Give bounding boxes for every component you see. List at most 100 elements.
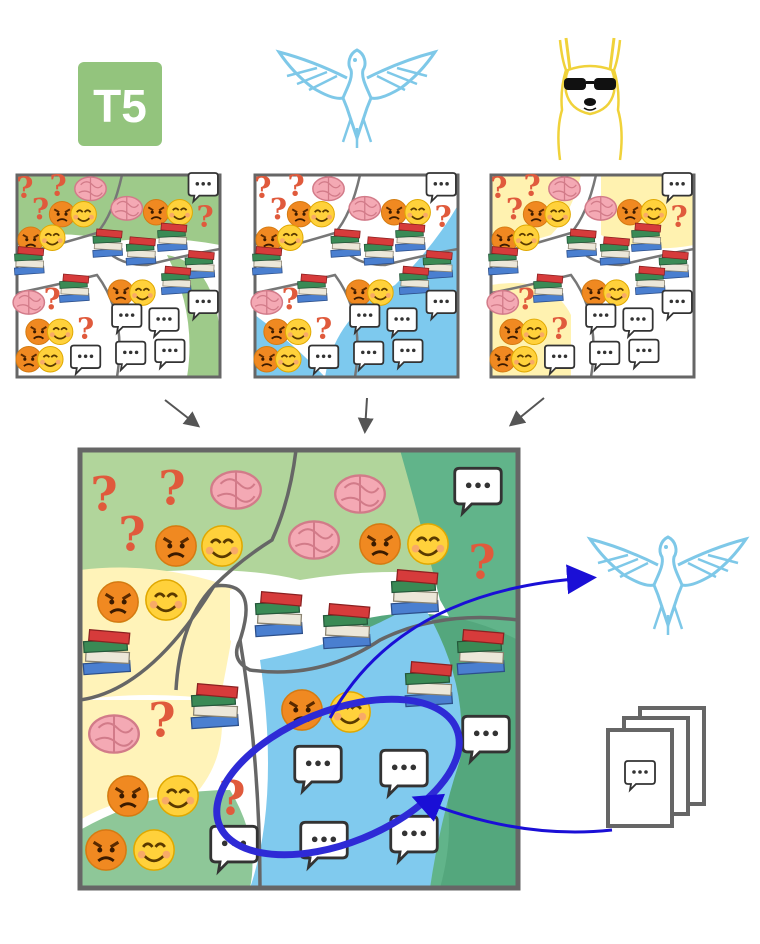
smiling-face-icon bbox=[70, 200, 98, 228]
books-icon bbox=[254, 591, 304, 638]
document-stack-icon bbox=[606, 706, 706, 828]
books-icon bbox=[566, 228, 597, 258]
smiling-face-icon bbox=[276, 224, 304, 252]
falcon-icon bbox=[588, 535, 748, 637]
books-icon bbox=[395, 222, 426, 252]
question-mark-icon bbox=[43, 280, 61, 316]
question-mark-icon bbox=[505, 190, 524, 226]
question-mark-icon bbox=[49, 167, 67, 203]
question-mark-icon bbox=[254, 169, 272, 205]
angry-face-icon bbox=[358, 522, 402, 566]
smiling-face-icon bbox=[544, 200, 572, 228]
smiling-face-icon bbox=[602, 278, 631, 307]
books-icon bbox=[190, 683, 240, 730]
books-icon bbox=[297, 273, 328, 303]
brain-icon bbox=[348, 195, 382, 221]
books-icon bbox=[251, 246, 283, 276]
books-icon bbox=[456, 629, 506, 676]
books-icon bbox=[398, 265, 430, 295]
books-icon bbox=[533, 273, 564, 303]
selected-cluster-ellipse bbox=[213, 695, 463, 859]
books-icon bbox=[125, 236, 157, 266]
sunglasses-icon bbox=[564, 78, 586, 90]
falcon-logo-top bbox=[277, 48, 437, 150]
falcon-cluster-panel bbox=[250, 167, 460, 379]
books-icon bbox=[330, 228, 361, 258]
question-mark-icon bbox=[16, 169, 34, 205]
brain-icon bbox=[74, 176, 107, 202]
angry-face-icon bbox=[380, 198, 408, 226]
question-mark-icon bbox=[550, 310, 569, 346]
question-mark-icon bbox=[196, 198, 214, 234]
falcon-logo-right bbox=[588, 535, 748, 637]
smiling-face-icon bbox=[36, 345, 64, 373]
llama-cluster-panel bbox=[486, 167, 696, 379]
smiling-face-icon bbox=[200, 524, 244, 568]
smiling-face-icon bbox=[520, 318, 548, 346]
question-mark-icon bbox=[670, 198, 688, 234]
books-icon bbox=[13, 246, 45, 276]
question-mark-icon bbox=[158, 460, 186, 516]
smiling-face-icon bbox=[510, 345, 538, 373]
books-icon bbox=[160, 265, 192, 295]
question-mark-icon bbox=[468, 534, 496, 590]
llama-logo bbox=[557, 37, 623, 161]
brain-icon bbox=[584, 195, 618, 221]
smiling-face-icon bbox=[144, 578, 188, 622]
books-icon bbox=[363, 236, 395, 266]
smiling-face-icon bbox=[132, 828, 176, 872]
brain-icon bbox=[486, 289, 520, 315]
smiling-face-icon bbox=[156, 774, 200, 818]
books-icon bbox=[157, 222, 188, 252]
question-mark-icon bbox=[517, 280, 535, 316]
books-icon bbox=[631, 222, 662, 252]
smiling-face-icon bbox=[46, 318, 74, 346]
brain-icon bbox=[334, 474, 386, 514]
question-mark-icon bbox=[90, 466, 118, 522]
brain-icon bbox=[288, 520, 340, 560]
brain-icon bbox=[210, 470, 262, 510]
arrow-llama-to-merged bbox=[508, 397, 545, 427]
smiling-face-icon bbox=[284, 318, 312, 346]
question-mark-icon bbox=[118, 506, 146, 562]
question-mark-icon bbox=[31, 190, 50, 226]
arrow-t5-to-merged bbox=[164, 399, 201, 428]
brain-icon bbox=[312, 176, 345, 202]
question-mark-icon bbox=[490, 169, 508, 205]
arrow-documents-to-cluster bbox=[411, 793, 613, 834]
question-mark-icon bbox=[148, 692, 176, 748]
smiling-face-icon bbox=[128, 278, 157, 307]
question-mark-icon bbox=[523, 167, 541, 203]
smiling-face-icon bbox=[406, 522, 450, 566]
smiling-face-icon bbox=[308, 200, 336, 228]
model-cluster-panels bbox=[12, 167, 696, 379]
t5-logo-background bbox=[78, 62, 162, 146]
t5-cluster-panel bbox=[12, 167, 222, 379]
books-icon bbox=[390, 569, 440, 616]
brain-icon bbox=[250, 289, 284, 315]
books-icon bbox=[322, 603, 372, 650]
question-mark-icon bbox=[287, 167, 305, 203]
arrow-cluster-to-falcon bbox=[328, 564, 597, 719]
merged-cluster-panel bbox=[77, 447, 521, 891]
smiling-face-icon bbox=[404, 198, 432, 226]
t5-logo-label: T5 bbox=[93, 80, 147, 132]
brain-icon bbox=[88, 714, 140, 754]
smiling-face-icon bbox=[166, 198, 194, 226]
angry-face-icon bbox=[142, 198, 170, 226]
question-mark-icon bbox=[314, 310, 333, 346]
question-mark-icon bbox=[269, 190, 288, 226]
brain-icon bbox=[110, 195, 144, 221]
books-icon bbox=[92, 228, 123, 258]
question-mark-icon bbox=[434, 198, 452, 234]
smiling-face-icon bbox=[38, 224, 66, 252]
books-icon bbox=[59, 273, 90, 303]
angry-face-icon bbox=[84, 828, 128, 872]
smiling-face-icon bbox=[640, 198, 668, 226]
angry-face-icon bbox=[106, 774, 150, 818]
smiling-face-icon bbox=[512, 224, 540, 252]
smiling-face-icon bbox=[366, 278, 395, 307]
brain-icon bbox=[548, 176, 581, 202]
angry-face-icon bbox=[154, 524, 198, 568]
